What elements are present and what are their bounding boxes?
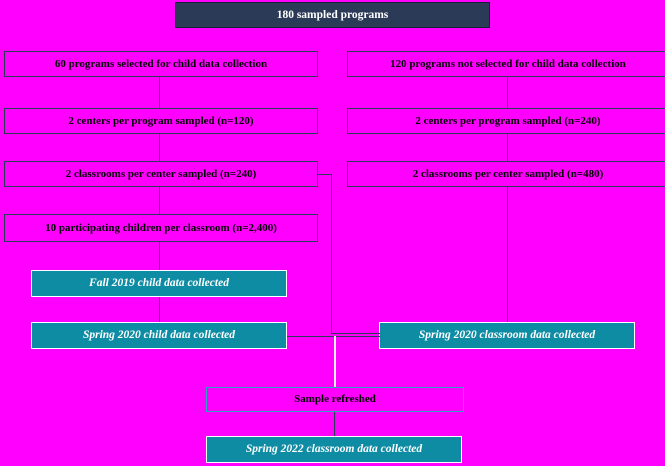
edge-centers-right-to-classrooms-right — [507, 134, 508, 161]
edge-classrooms-left-into-spring2020-classroom — [331, 333, 380, 334]
edge-classrooms-left-exit-right — [318, 174, 332, 175]
node-participating-children-label: 10 participating children per classroom … — [45, 221, 277, 234]
node-classrooms-right-label: 2 classrooms per center sampled (n=480) — [412, 167, 604, 180]
edge-classrooms-right-to-spring2020-classroom — [507, 187, 508, 322]
edge-fall2019-to-spring2020 — [159, 297, 160, 322]
node-spring-2020-classroom-data: Spring 2020 classroom data collected — [379, 322, 635, 349]
edge-classrooms-to-children — [159, 187, 160, 214]
node-classrooms-left: 2 classrooms per center sampled (n=240) — [4, 161, 318, 187]
edge-classrooms-left-vertical-drop — [331, 174, 332, 334]
node-participating-children: 10 participating children per classroom … — [4, 214, 318, 242]
edge-centers-to-classrooms — [159, 134, 160, 161]
node-classrooms-left-label: 2 classrooms per center sampled (n=240) — [65, 167, 257, 180]
node-fall-2019-child-data: Fall 2019 child data collected — [31, 270, 287, 297]
node-centers-right-label: 2 centers per program sampled (n=240) — [415, 114, 601, 127]
node-selected-programs: 60 programs selected for child data coll… — [4, 51, 318, 77]
node-classrooms-right: 2 classrooms per center sampled (n=480) — [347, 161, 665, 187]
edge-selected-to-centers — [159, 77, 160, 108]
node-spring-2020-child-data: Spring 2020 child data collected — [31, 322, 287, 349]
node-centers-left: 2 centers per program sampled (n=120) — [4, 108, 318, 134]
node-centers-right: 2 centers per program sampled (n=240) — [347, 108, 665, 134]
node-spring-2020-child-data-label: Spring 2020 child data collected — [82, 329, 236, 342]
edge-children-to-fall2019 — [159, 242, 160, 270]
node-fall-2019-child-data-label: Fall 2019 child data collected — [89, 277, 229, 290]
edge-spring2020-join-bar — [287, 336, 380, 337]
edge-notselected-to-centers — [507, 77, 508, 108]
node-header-sampled-programs: 180 sampled programs — [175, 2, 490, 28]
node-sample-refreshed: Sample refreshed — [206, 387, 464, 412]
edge-sample-refreshed-to-spring2022 — [334, 412, 335, 436]
node-selected-programs-label: 60 programs selected for child data coll… — [54, 57, 268, 70]
node-centers-left-label: 2 centers per program sampled (n=120) — [68, 114, 254, 127]
node-not-selected-programs-label: 120 programs not selected for child data… — [390, 57, 626, 70]
node-spring-2022-classroom-data: Spring 2022 classroom data collected — [206, 436, 462, 463]
node-spring-2022-classroom-data-label: Spring 2022 classroom data collected — [245, 443, 423, 456]
edge-join-to-sample-refreshed — [334, 336, 336, 387]
node-spring-2020-classroom-data-label: Spring 2020 classroom data collected — [418, 329, 596, 342]
node-header-label: 180 sampled programs — [276, 8, 389, 21]
node-sample-refreshed-label: Sample refreshed — [294, 393, 376, 406]
node-not-selected-programs: 120 programs not selected for child data… — [347, 51, 665, 77]
